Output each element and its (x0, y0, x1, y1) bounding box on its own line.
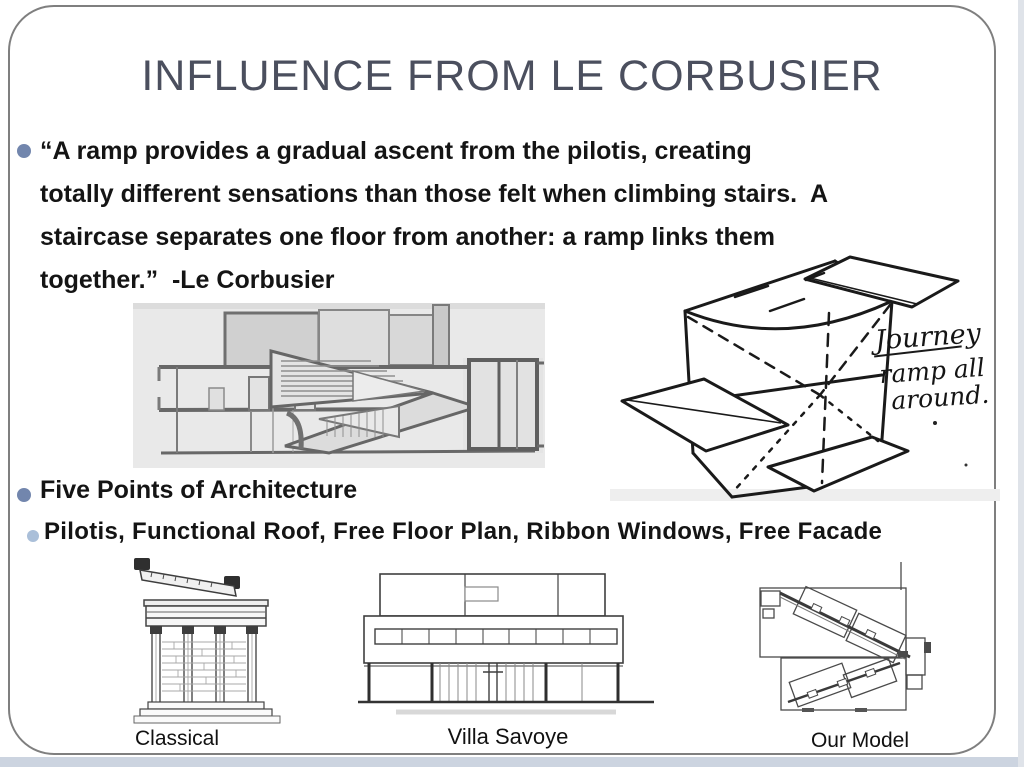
ramp-journey-ink-sketch: Journey ramp all around. (610, 253, 1000, 505)
background-bottom-strip (0, 757, 1024, 767)
quote-line: totally different sensations than those … (40, 180, 829, 208)
five-points-list-text: Pilotis, Functional Roof, Free Floor Pla… (44, 518, 883, 545)
villa-savoye-section-pencil-sketch (133, 303, 545, 468)
caption-our-model: Our Model (810, 729, 910, 752)
quote-text-block: “A ramp provides a gradual ascent from t… (40, 130, 970, 302)
caption-villa-savoye: Villa Savoye (447, 724, 569, 749)
five-points-text: Five Points of Architecture (40, 476, 358, 504)
classical-temple-drawing (124, 556, 288, 726)
sub-bullet-icon (27, 530, 39, 542)
our-model-drawing (750, 560, 936, 722)
slide-title: INFLUENCE FROM LE CORBUSIER (141, 52, 883, 100)
quote-line: “A ramp provides a gradual ascent from t… (40, 137, 752, 165)
journey-note-line3: around. (890, 380, 990, 416)
quote-line: staircase separates one floor from anoth… (40, 223, 775, 251)
quote-line: together.” -Le Corbusier (40, 266, 335, 294)
quote-bullet-icon (17, 144, 31, 158)
background-right-strip (1018, 0, 1024, 767)
five-points-bullet-icon (17, 488, 31, 502)
caption-classical: Classical (134, 727, 220, 750)
villa-savoye-elevation-drawing (356, 571, 658, 721)
